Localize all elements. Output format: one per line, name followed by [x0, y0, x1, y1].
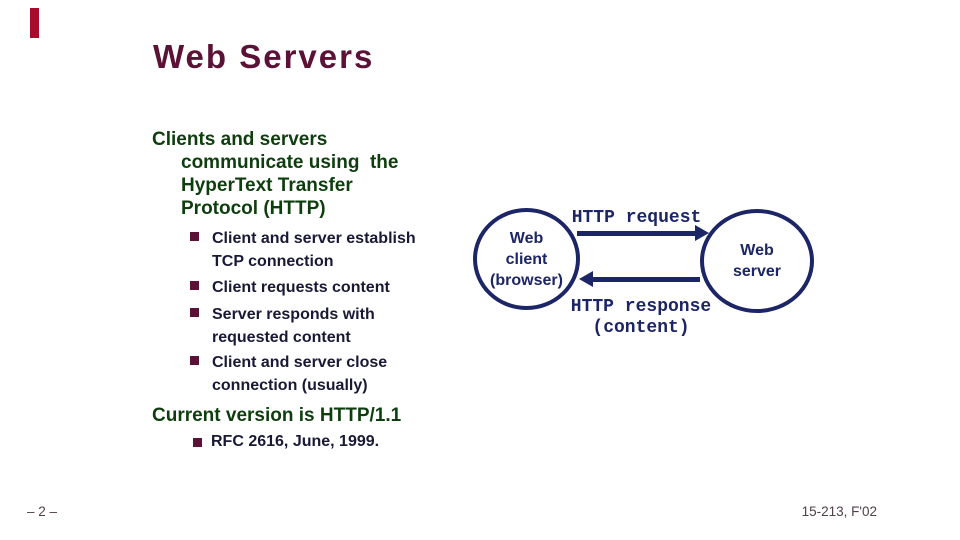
slide-title: Web Servers	[153, 38, 375, 75]
bullet-item-tcp-connection: Client and server establish TCP connecti…	[190, 227, 416, 273]
bullet-square-icon	[190, 356, 199, 365]
bullet-item-requests-content: Client requests content	[190, 276, 390, 299]
bullet-square-icon	[193, 438, 202, 447]
bullet-text: RFC 2616, June, 1999.	[211, 433, 380, 450]
course-label: 15-213, F'02	[801, 504, 877, 519]
bullet-item-server-responds: Server responds with requested content	[190, 303, 375, 349]
heading-line: Clients and servers	[152, 129, 328, 150]
bullet-square-icon	[190, 281, 199, 290]
bullet-square-icon	[190, 308, 199, 317]
bullet-text: Client and server establish TCP connecti…	[212, 230, 416, 270]
bullet-text: Server responds with requested content	[212, 306, 375, 346]
response-arrow	[591, 277, 700, 282]
bullet-text: Client and server close connection (usua…	[212, 354, 388, 394]
bullet-item-close-connection: Client and server close connection (usua…	[190, 351, 387, 397]
page-number: – 2 –	[27, 504, 58, 519]
bullet-item-rfc: RFC 2616, June, 1999.	[193, 433, 379, 451]
heading-line: communicate using the	[181, 152, 399, 173]
bullet-square-icon	[190, 232, 199, 241]
response-arrowhead-icon	[579, 271, 593, 287]
web-server-node: Web server	[700, 209, 814, 313]
heading-line: HyperText Transfer	[181, 175, 353, 196]
accent-bar	[30, 8, 39, 38]
request-arrowhead-icon	[695, 225, 709, 241]
http-request-label: HTTP request	[571, 208, 702, 228]
web-client-node: Web client (browser)	[473, 208, 580, 310]
request-arrow	[577, 231, 695, 236]
heading-current-version: Current version is HTTP/1.1	[152, 405, 402, 426]
heading-clients-servers: Clients and servers communicate using th…	[152, 128, 398, 220]
http-response-label: HTTP response (content)	[570, 297, 712, 338]
heading-line: Protocol (HTTP)	[181, 198, 326, 219]
bullet-text: Client requests content	[212, 279, 390, 296]
